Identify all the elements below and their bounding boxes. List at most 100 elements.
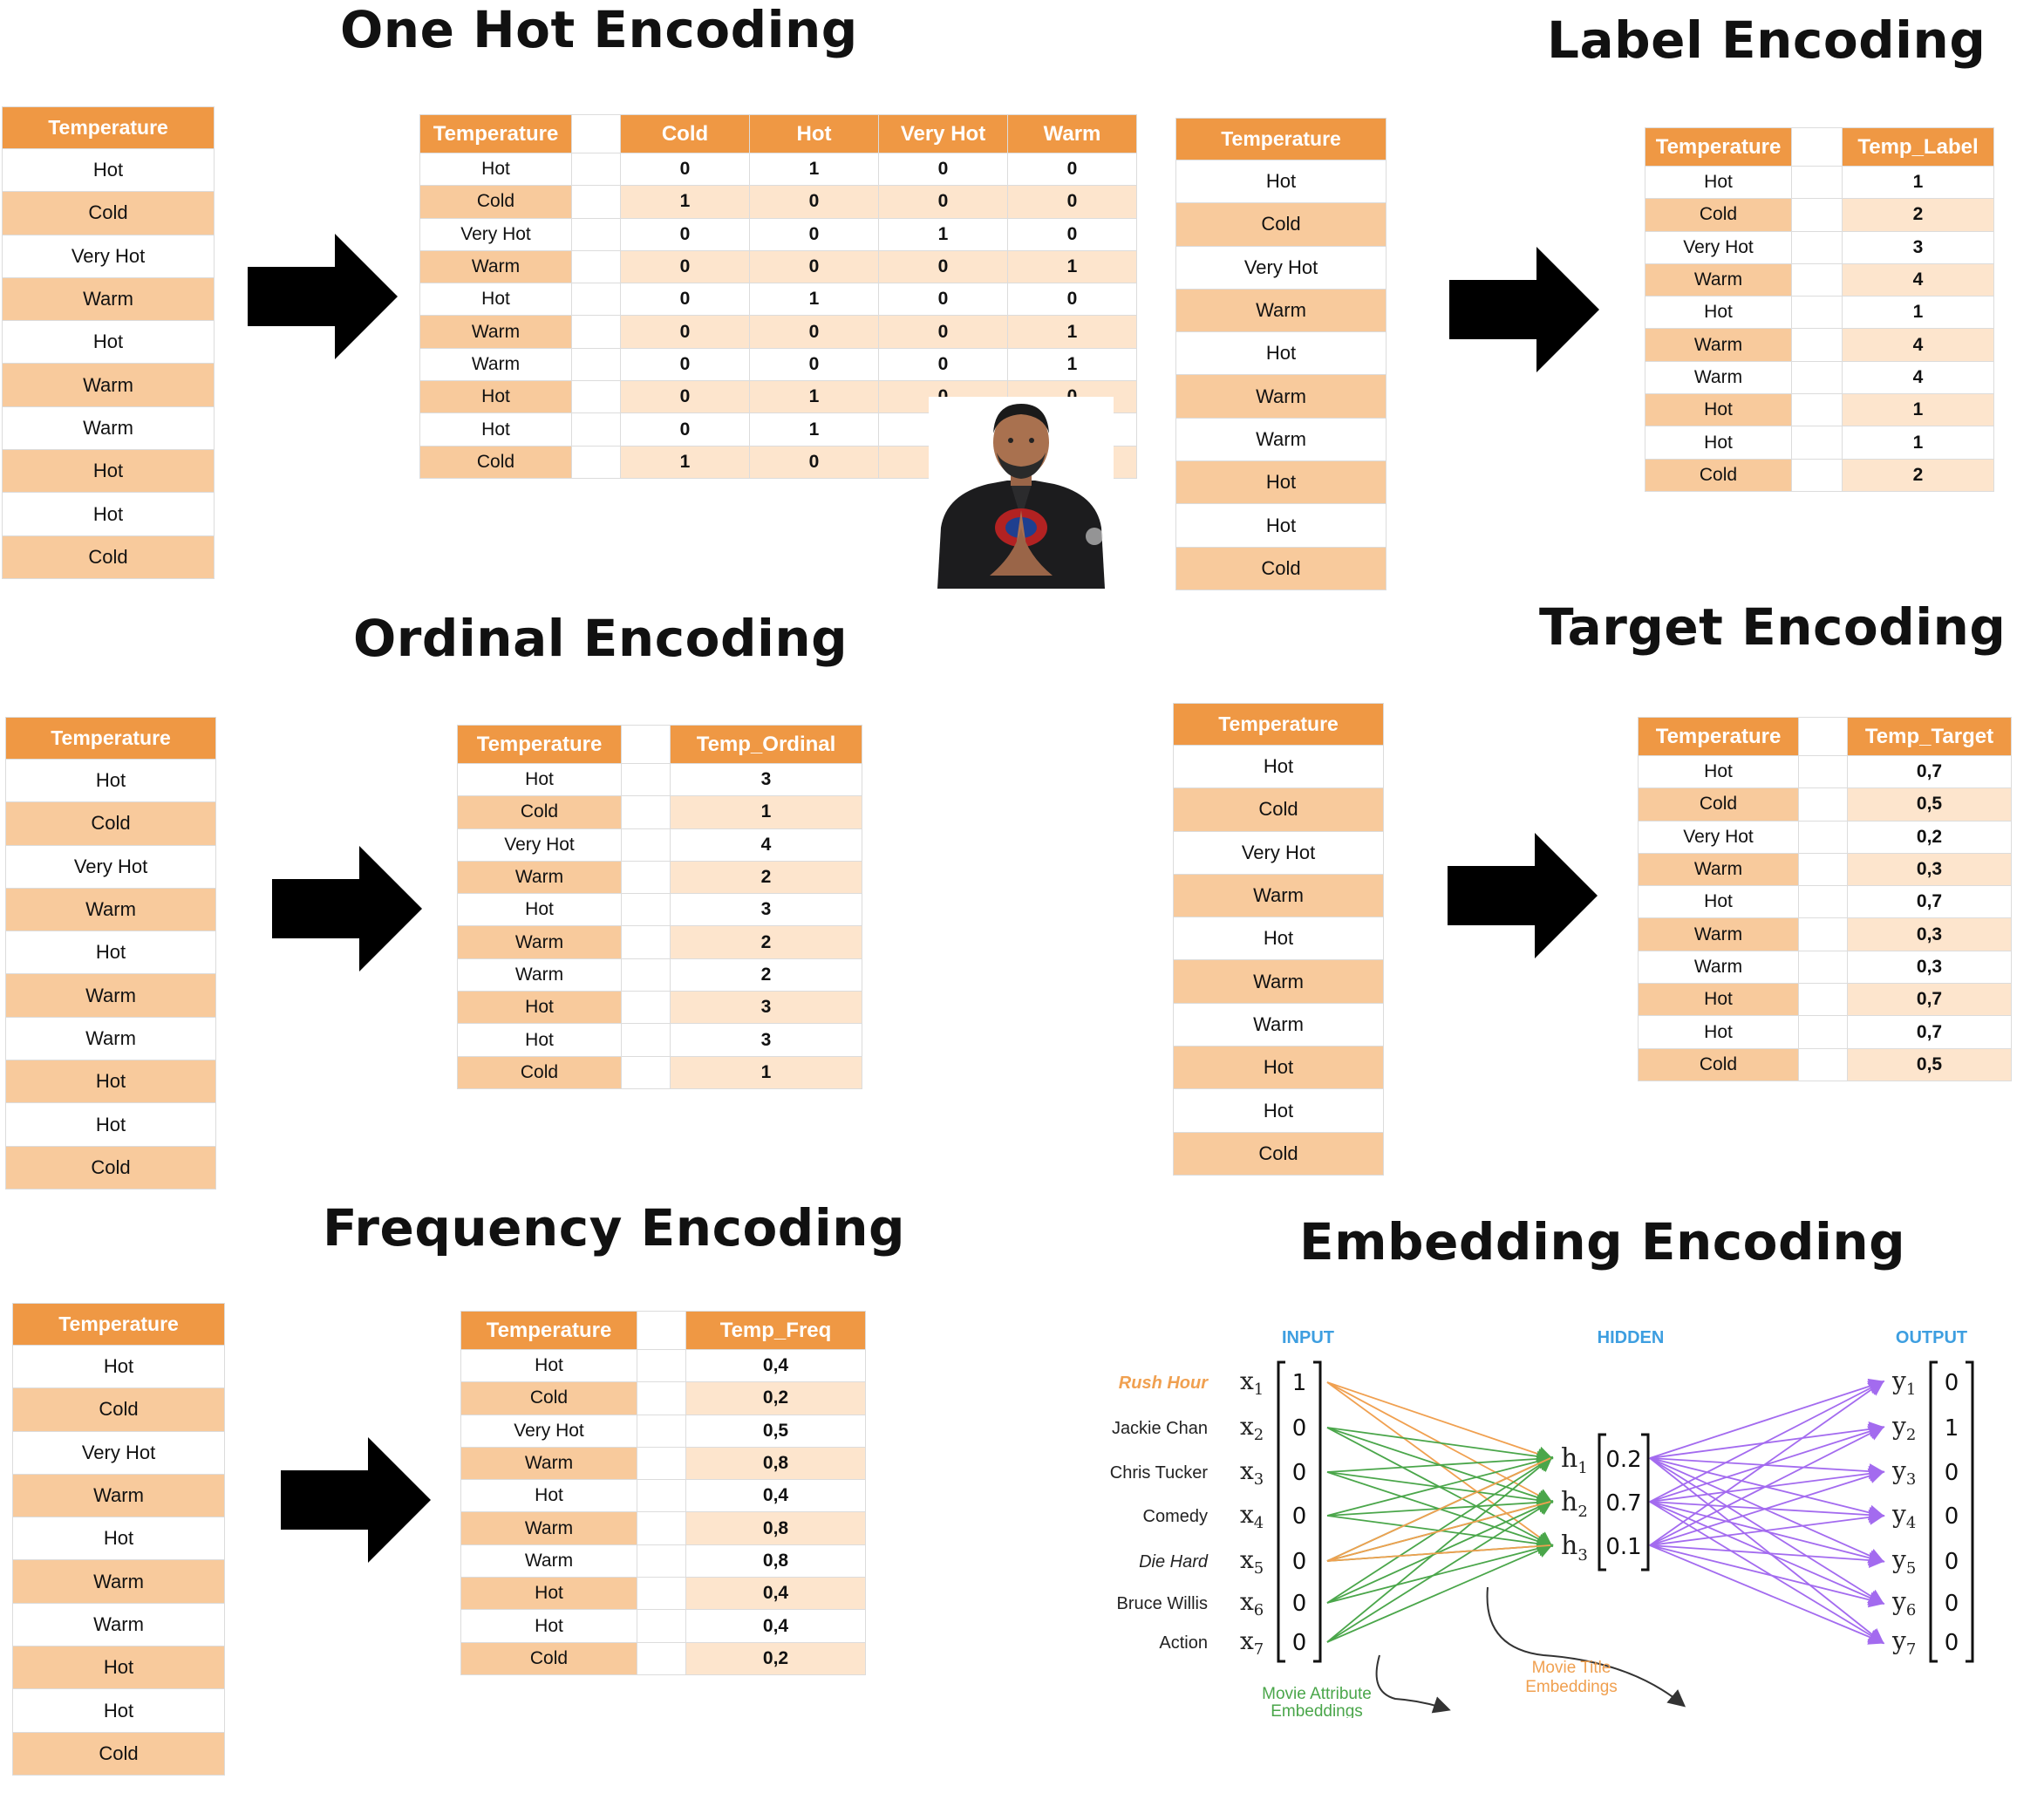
table-cell: Very Hot [1645, 230, 1792, 264]
column-header: Hot [749, 114, 879, 153]
table-cell: 1 [620, 445, 750, 479]
table-cell: 0,5 [1847, 1047, 2012, 1081]
arrow-right-icon [281, 1437, 431, 1563]
table-cell: 0 [749, 249, 879, 284]
table-cell: Cold [2, 191, 215, 235]
y-value: 1 [1945, 1415, 1959, 1442]
caption-arrow [1486, 1586, 1686, 1708]
column-gap [571, 347, 621, 382]
table-cell: Hot [12, 1646, 225, 1690]
x-label: x4 [1240, 1500, 1264, 1532]
table-cell: Warm [12, 1559, 225, 1604]
column-header: Temperature [457, 725, 622, 764]
table-cell: 1 [749, 152, 879, 187]
column-gap [1798, 820, 1848, 854]
table-cell: 2 [1842, 458, 1994, 492]
table-cell: 0,7 [1847, 754, 2012, 789]
h-label: h3 [1561, 1531, 1588, 1565]
y-value: 0 [1945, 1460, 1959, 1486]
column-gap [1791, 393, 1843, 427]
column-gap [621, 762, 671, 797]
table-cell: 0,4 [685, 1479, 866, 1513]
table-cell: Hot [460, 1348, 637, 1383]
table-cell: 0 [878, 283, 1008, 317]
edge-input-hidden [1326, 1456, 1554, 1604]
table-cell: Warm [1175, 288, 1387, 333]
table-cell: Warm [1638, 852, 1799, 887]
column-header: Temperature [12, 1303, 225, 1346]
table-cell: 1 [1842, 165, 1994, 200]
column-gap [621, 860, 671, 895]
column-header: Temperature [1645, 127, 1792, 167]
edge-input-hidden [1326, 1457, 1551, 1562]
table-cell: Hot [460, 1577, 637, 1611]
table-cell: Hot [5, 931, 216, 975]
table-cell: Hot [1645, 165, 1792, 200]
column-gap [637, 1544, 686, 1578]
table-cell: Very Hot [12, 1430, 225, 1475]
table-cell: Cold [419, 445, 572, 479]
table-cell: Warm [2, 363, 215, 407]
edge-hidden-output [1649, 1457, 1885, 1564]
column-gap [571, 283, 621, 317]
column-header: Temp_Target [1847, 717, 2012, 756]
table-cell: Warm [12, 1602, 225, 1647]
table-cell: Hot [1173, 1088, 1384, 1133]
table-cell: 0,4 [685, 1609, 866, 1643]
output-label: OUTPUT [1896, 1328, 1967, 1347]
table-cell: 0 [1007, 217, 1137, 251]
y-value: 0 [1945, 1549, 1959, 1575]
bracket [1313, 1360, 1322, 1663]
y-value: 0 [1945, 1591, 1959, 1617]
one-hot-title: One Hot Encoding [340, 0, 858, 59]
table-cell: 1 [878, 217, 1008, 251]
table-cell: 3 [670, 991, 862, 1025]
edge-hidden-output [1649, 1378, 1885, 1459]
table-cell: Very Hot [1175, 245, 1387, 290]
table-cell: Hot [419, 152, 572, 187]
edge-hidden-output [1649, 1426, 1885, 1546]
table-cell: Warm [12, 1473, 225, 1518]
column-header: Temperature [2, 106, 215, 149]
table-cell: 0,7 [1847, 983, 2012, 1017]
h-label: h1 [1561, 1443, 1588, 1477]
x-value: 1 [1292, 1370, 1307, 1396]
table-cell: 1 [620, 185, 750, 219]
table-cell: Warm [2, 276, 215, 322]
x-label: x7 [1240, 1626, 1264, 1659]
table-cell: 1 [749, 412, 879, 447]
table-cell: Hot [1173, 744, 1384, 789]
column-gap [571, 445, 621, 479]
column-gap [637, 1446, 686, 1481]
table-cell: 0 [620, 412, 750, 447]
column-gap [571, 152, 621, 187]
table-cell: Hot [2, 147, 215, 193]
table-cell: Warm [460, 1511, 637, 1545]
edge-hidden-output [1649, 1381, 1885, 1503]
table-cell: Hot [1173, 1046, 1384, 1090]
column-gap [1798, 950, 1848, 985]
column-header: Cold [620, 114, 750, 153]
table-cell: 4 [1842, 360, 1994, 395]
table-cell: 0 [1007, 283, 1137, 317]
table-cell: 0,7 [1847, 1015, 2012, 1049]
table-cell: 0 [749, 315, 879, 349]
column-gap [1798, 1047, 1848, 1081]
x-label: x3 [1240, 1456, 1264, 1489]
table-cell: 3 [1842, 230, 1994, 264]
table-cell: 0 [620, 315, 750, 349]
table-cell: Warm [1645, 262, 1792, 297]
bracket [1598, 1433, 1606, 1571]
column-gap [1791, 165, 1843, 200]
table-cell: 4 [1842, 262, 1994, 297]
edge-input-hidden [1326, 1381, 1554, 1462]
table-cell: Hot [1645, 393, 1792, 427]
table-cell: Warm [419, 249, 572, 284]
table-cell: Warm [2, 406, 215, 451]
table-cell: Hot [5, 1102, 216, 1147]
table-cell: 0 [620, 152, 750, 187]
table-cell: Warm [419, 315, 572, 349]
column-gap [571, 185, 621, 219]
bracket [1277, 1360, 1285, 1663]
